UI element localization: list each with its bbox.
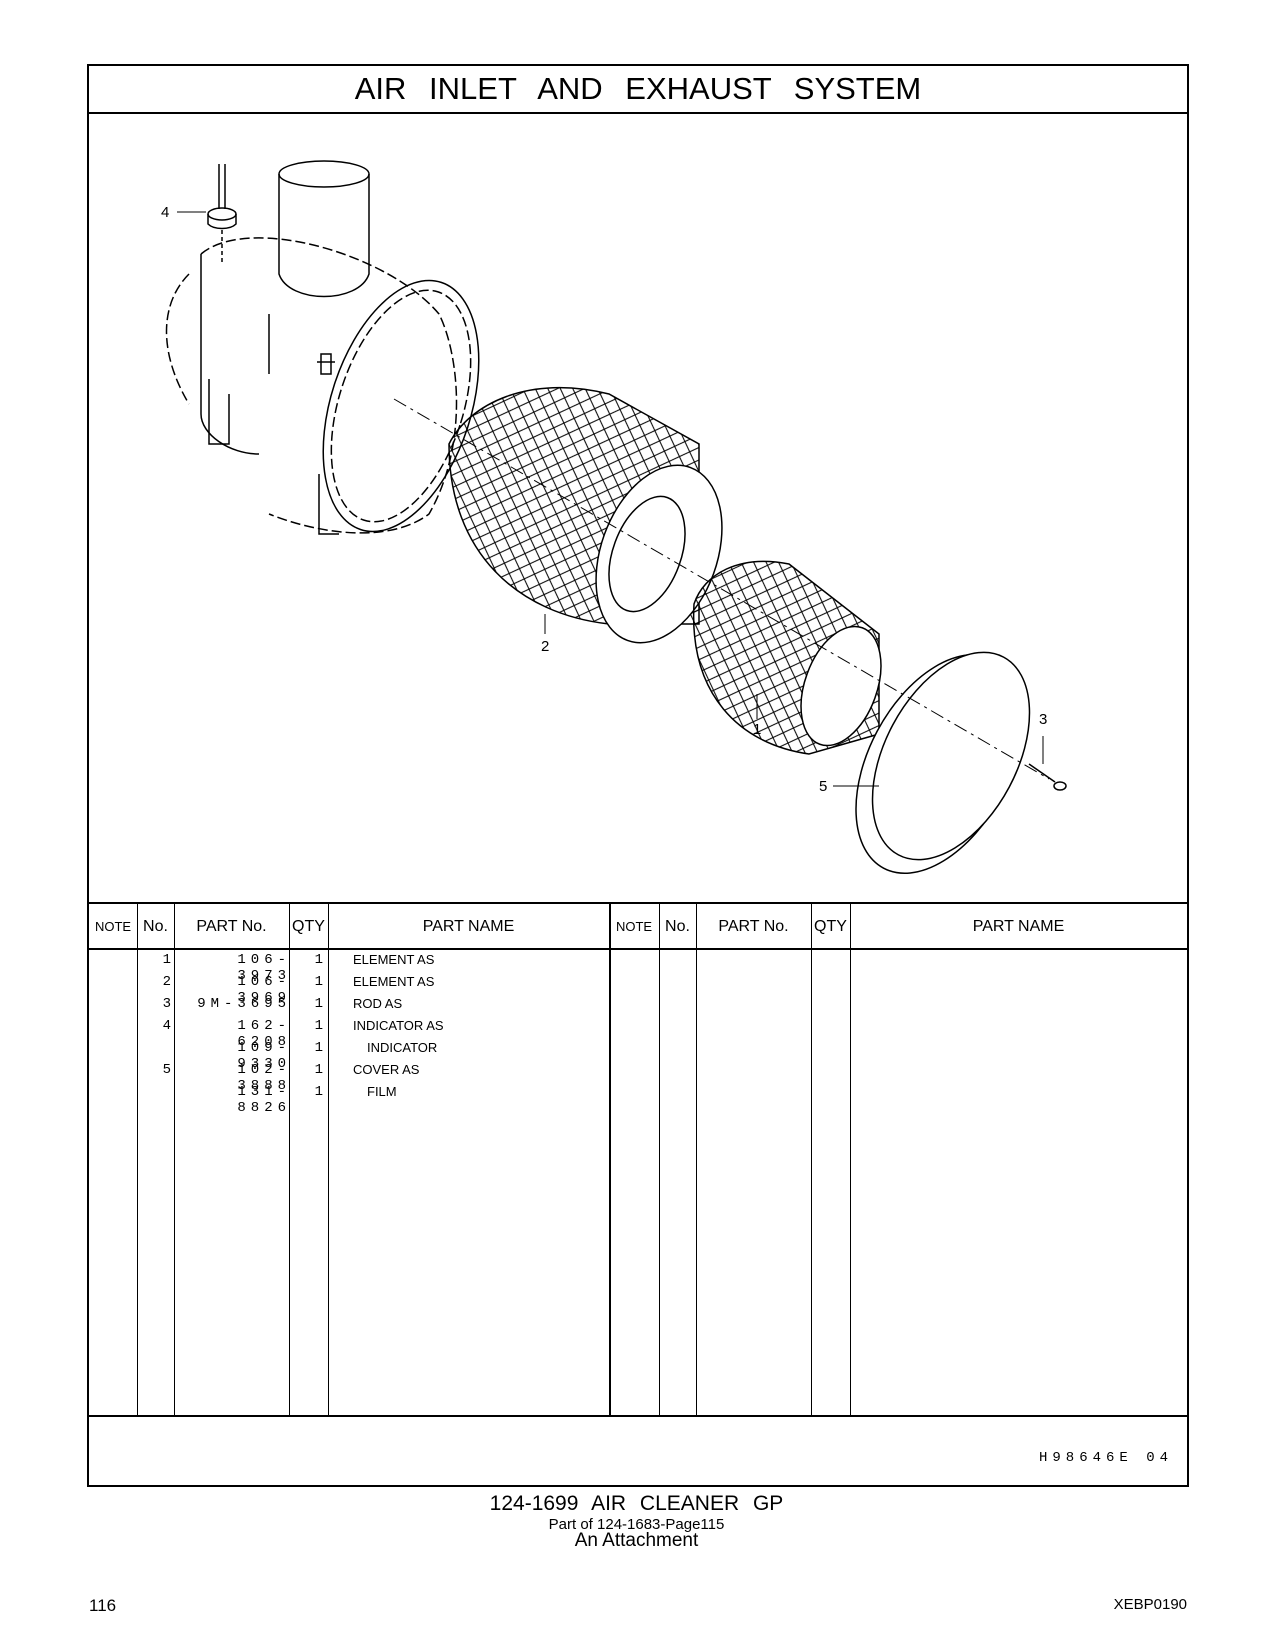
quantity: 1	[314, 974, 323, 990]
table-footer-divider	[89, 1415, 1187, 1417]
column-divider	[659, 902, 660, 1416]
page-number: 116	[89, 1596, 117, 1615]
parts-table-header: NOTE No. PART No. QTY PART NAME NOTE No.…	[89, 902, 1187, 950]
document-code: XEBP0190	[1113, 1596, 1187, 1613]
item-number: 4	[162, 1018, 171, 1034]
callout-label-1: 1	[753, 721, 761, 738]
quantity: 1	[314, 952, 323, 968]
number-header-right: No.	[665, 918, 690, 935]
inner-element-part	[692, 560, 882, 755]
quantity: 1	[314, 1062, 323, 1078]
air-cleaner-drawing: 4 2 1 3 5	[161, 160, 1067, 874]
callout-label-4: 4	[161, 204, 169, 221]
note-header-right: NOTE	[615, 919, 653, 934]
column-divider	[174, 902, 175, 1416]
table-row: 2 106-3969 1 ELEMENT AS	[89, 974, 1187, 1006]
part-number: 106-3973	[237, 952, 291, 984]
column-divider	[289, 902, 290, 1416]
part-name-header-right: PART NAME	[972, 918, 1065, 935]
table-row: 3 9M-3695 1 ROD AS	[89, 996, 1187, 1019]
part-name: INDICATOR	[367, 1040, 438, 1055]
group-caption-parent: Part of 124-1683-Page115	[548, 1516, 725, 1533]
part-name: ROD AS	[353, 996, 403, 1011]
part-number-header: PART No.	[196, 918, 267, 935]
callout-label-2: 2	[541, 638, 549, 655]
illustration-reference-code: H98646E 04	[1038, 1450, 1173, 1466]
note-header: NOTE	[94, 919, 132, 934]
part-name: ELEMENT AS	[353, 974, 435, 989]
part-number: 102-3888	[237, 1062, 291, 1094]
item-number: 2	[162, 974, 171, 990]
callout-label-3: 3	[1039, 711, 1047, 728]
quantity-header: QTY	[292, 918, 325, 935]
column-divider	[609, 902, 611, 1416]
quantity-header-right: QTY	[814, 918, 847, 935]
part-number: 131-8826	[237, 1084, 291, 1116]
group-caption-attachment: An Attachment	[574, 1530, 699, 1551]
table-row: 4 162-6208 1 INDICATOR AS	[89, 1018, 1187, 1050]
quantity: 1	[314, 1084, 323, 1100]
parts-page-frame: AIR INLET AND EXHAUST SYSTEM	[87, 64, 1189, 1487]
column-divider	[696, 902, 697, 1416]
indicator-part	[207, 164, 237, 264]
table-row: 109-9330 1 INDICATOR	[89, 1040, 1187, 1072]
column-divider	[850, 902, 851, 1416]
assembly-axis-line	[393, 398, 1050, 780]
column-divider	[328, 902, 329, 1416]
column-divider	[811, 902, 812, 1416]
page-title: AIR INLET AND EXHAUST SYSTEM	[89, 66, 1187, 114]
table-row: 1 106-3973 1 ELEMENT AS	[89, 952, 1187, 984]
item-number: 3	[162, 996, 171, 1012]
item-number: 1	[162, 952, 171, 968]
part-name: COVER AS	[353, 1062, 420, 1077]
item-number: 5	[162, 1062, 171, 1078]
part-name: FILM	[367, 1084, 397, 1099]
part-number: 9M-3695	[197, 996, 291, 1012]
part-name: ELEMENT AS	[353, 952, 435, 967]
part-number-header-right: PART No.	[718, 918, 789, 935]
table-row: 131-8826 1 FILM	[89, 1084, 1187, 1116]
exploded-view-illustration: 4 2 1 3 5	[89, 114, 1187, 902]
group-caption: 124-1699 AIR CLEANER GP	[489, 1492, 784, 1515]
quantity: 1	[314, 1040, 323, 1056]
outer-element-part	[448, 386, 723, 644]
cover-part	[855, 651, 1031, 874]
number-header: No.	[143, 918, 168, 935]
part-number: 162-6208	[237, 1018, 291, 1050]
part-number: 109-9330	[237, 1040, 291, 1072]
part-number: 106-3969	[237, 974, 291, 1006]
rod-part	[1028, 763, 1067, 791]
quantity: 1	[314, 1018, 323, 1034]
table-row: 5 102-3888 1 COVER AS	[89, 1062, 1187, 1094]
part-name: INDICATOR AS	[353, 1018, 444, 1033]
part-name-header: PART NAME	[422, 918, 515, 935]
column-divider	[137, 902, 138, 1416]
callout-label-5: 5	[819, 778, 827, 795]
quantity: 1	[314, 996, 323, 1012]
